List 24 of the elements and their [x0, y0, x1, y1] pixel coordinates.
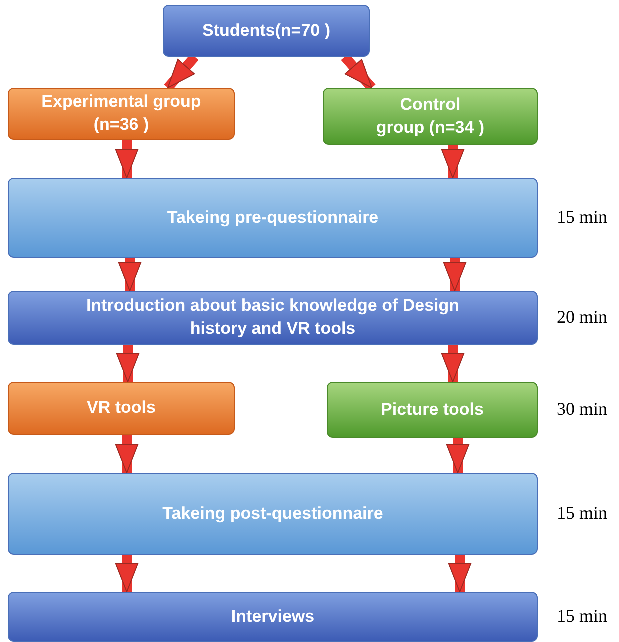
group-box: Picture tools	[327, 382, 538, 438]
duration-label: 15 min	[557, 606, 608, 627]
arrow	[116, 435, 138, 474]
process-box: Takeing pre-questionnaire	[8, 178, 538, 258]
process-box: Takeing post-questionnaire	[8, 473, 538, 555]
process-box: Students(n=70 )	[163, 5, 370, 57]
arrow	[446, 438, 470, 474]
arrow	[444, 258, 466, 292]
group-box: Experimental group (n=36 )	[8, 88, 235, 140]
duration-label: 20 min	[557, 307, 608, 328]
process-box: Introduction about basic knowledge of Design history and VR tools	[8, 291, 538, 345]
group-box: Control group (n=34 )	[323, 88, 538, 145]
arrow	[116, 345, 140, 382]
arrow	[448, 555, 472, 592]
arrow	[116, 555, 138, 592]
arrow	[442, 145, 464, 178]
arrow	[116, 140, 138, 178]
process-box: Interviews	[8, 592, 538, 642]
duration-label: 15 min	[557, 207, 608, 228]
duration-label: 15 min	[557, 503, 608, 524]
duration-label: 30 min	[557, 399, 608, 420]
group-box: VR tools	[8, 382, 235, 435]
arrow	[118, 258, 142, 292]
arrow	[442, 345, 464, 382]
